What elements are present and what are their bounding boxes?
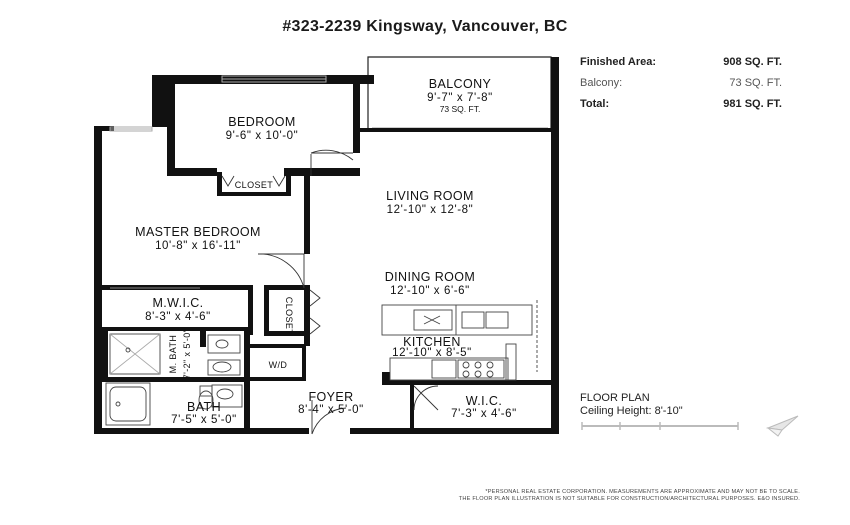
- room-name-master-bedroom: MASTER BEDROOM: [135, 225, 261, 239]
- area-value: 981 SQ. FT.: [723, 98, 782, 110]
- room-name-mwic: M.W.I.C.: [152, 296, 203, 310]
- area-value: 908 SQ. FT.: [723, 56, 782, 68]
- room-name-washer-dryer: W/D: [269, 360, 288, 370]
- room-name-closet: CLOSET: [235, 180, 274, 190]
- room-name-foyer: FOYER: [308, 390, 353, 404]
- floor-plan-heading: FLOOR PLAN: [580, 392, 650, 404]
- ceiling-height: Ceiling Height: 8'-10": [580, 405, 683, 417]
- room-area-balcony: 73 SQ. FT.: [440, 104, 481, 114]
- room-name-master-bath: M. BATH: [168, 335, 178, 374]
- room-name-balcony: BALCONY: [429, 77, 492, 91]
- room-dims-bath: 7'-5" x 5'-0": [171, 414, 237, 426]
- room-dims-foyer: 8'-4" x 5'-0": [298, 404, 364, 416]
- disclaimer-line-1: *PERSONAL REAL ESTATE CORPORATION. MEASU…: [485, 489, 800, 495]
- area-row-total: Total: 981 SQ. FT.: [580, 94, 782, 115]
- page-title: #323-2239 Kingsway, Vancouver, BC: [282, 18, 568, 35]
- area-value: 73 SQ. FT.: [729, 77, 782, 89]
- area-row-balcony: Balcony: 73 SQ. FT.: [580, 73, 782, 94]
- disclaimer-line-2: THE FLOOR PLAN ILLUSTRATION IS NOT SUITA…: [458, 496, 800, 502]
- room-name-wic: W.I.C.: [466, 394, 502, 408]
- area-label: Finished Area:: [580, 56, 656, 68]
- area-summary: Finished Area: 908 SQ. FT. Balcony: 73 S…: [580, 52, 782, 115]
- room-dims-mwic: 8'-3" x 4'-6": [145, 311, 211, 323]
- windows: [109, 75, 327, 132]
- area-label: Total:: [580, 98, 610, 110]
- room-dims-bedroom: 9'-6" x 10'-0": [226, 130, 299, 142]
- room-dims-master-bath: 7'-2" x 5'-0": [182, 329, 192, 380]
- room-name-living: LIVING ROOM: [386, 189, 474, 203]
- room-name-bath: BATH: [187, 400, 221, 414]
- room-dims-balcony: 9'-7" x 7'-8": [427, 92, 493, 104]
- kitchen-fixtures: [381, 300, 538, 381]
- disclaimer: *PERSONAL REAL ESTATE CORPORATION. MEASU…: [330, 489, 800, 503]
- room-dims-dining: 12'-10" x 6'-6": [390, 285, 470, 297]
- room-dims-living: 12'-10" x 12'-8": [387, 204, 474, 216]
- room-dims-kitchen: 12'-10" x 8'-5": [392, 347, 472, 359]
- area-label: Balcony:: [580, 77, 623, 89]
- north-arrow-icon: [766, 415, 799, 437]
- room-dims-wic: 7'-3" x 4'-6": [451, 408, 517, 420]
- room-name-kitchen: KITCHEN: [403, 335, 461, 349]
- area-row-finished: Finished Area: 908 SQ. FT.: [580, 52, 782, 73]
- scale-bar: [581, 422, 739, 430]
- room-labels: BALCONY 9'-7" x 7'-8" 73 SQ. FT. BEDROOM…: [135, 77, 517, 426]
- room-name-closet-2: CLOSET: [284, 297, 294, 336]
- room-name-dining: DINING ROOM: [385, 270, 476, 284]
- doors: [110, 149, 439, 437]
- room-name-bedroom: BEDROOM: [228, 115, 295, 129]
- floor-plan-info: FLOOR PLAN Ceiling Height: 8'-10": [580, 392, 683, 418]
- bath-fixtures: [105, 333, 243, 426]
- room-dims-master-bedroom: 10'-8" x 16'-11": [155, 240, 241, 252]
